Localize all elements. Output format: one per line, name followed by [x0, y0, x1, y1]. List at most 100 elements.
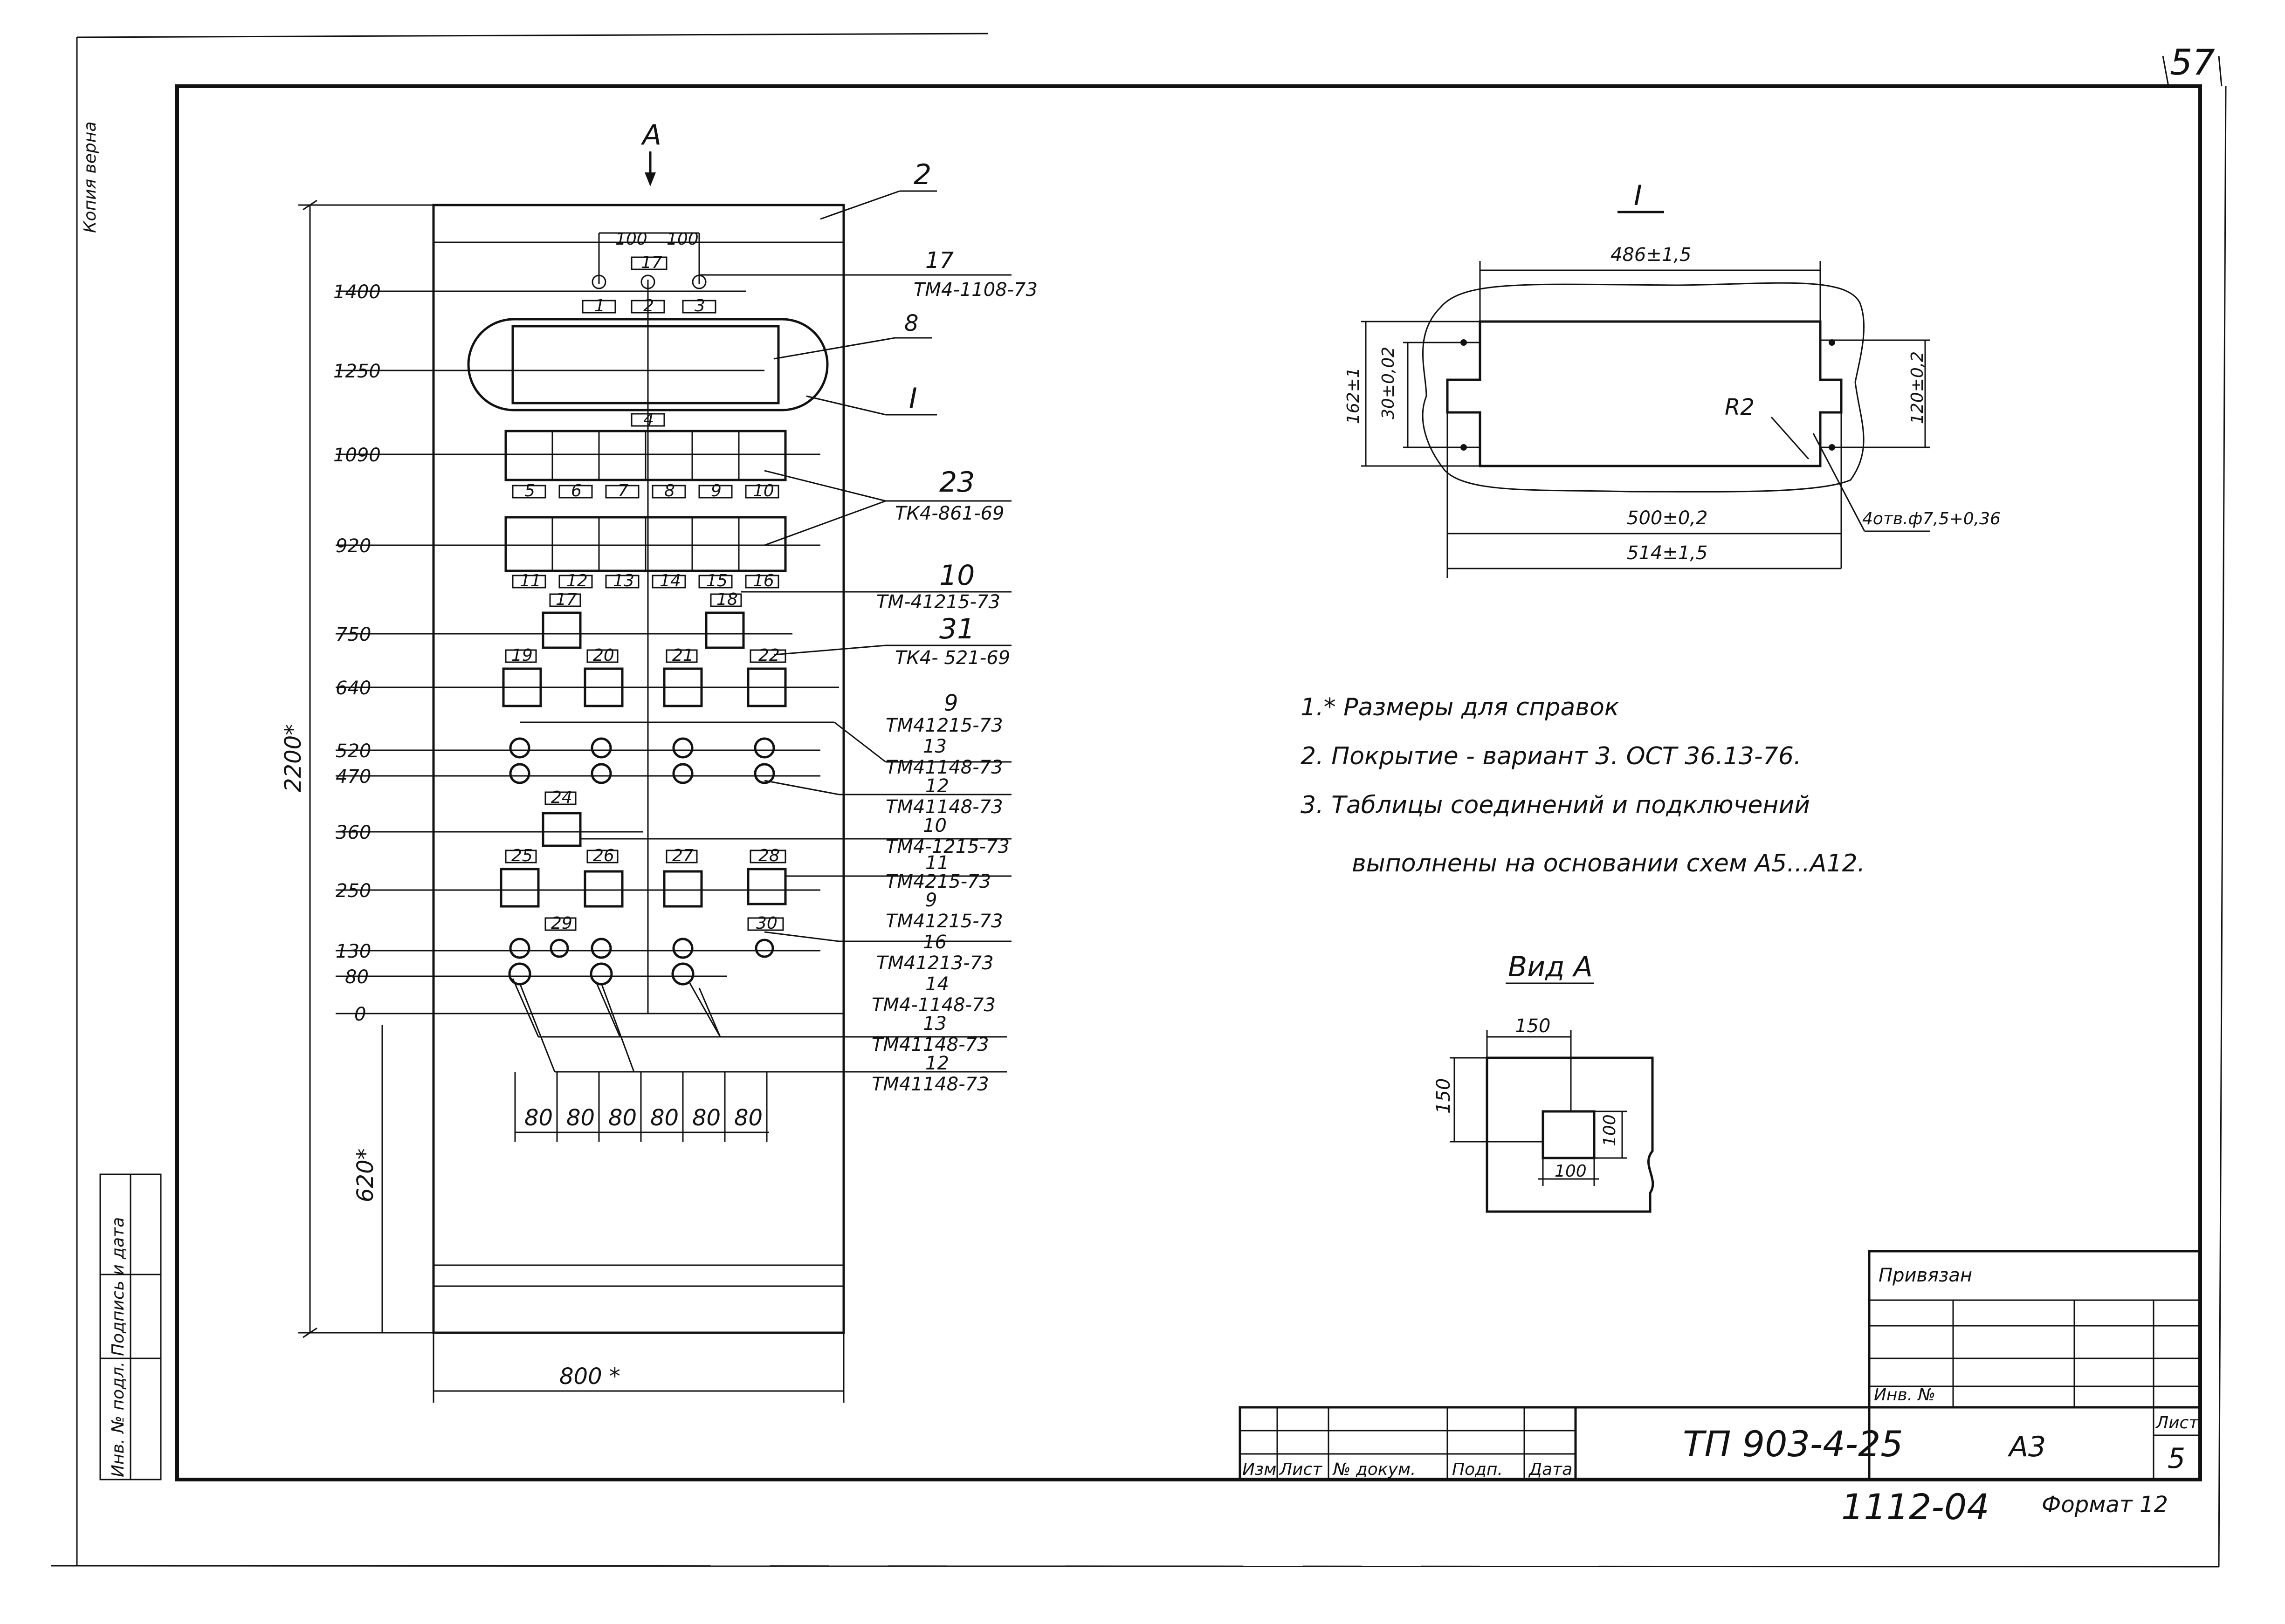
view-A: [1450, 982, 1654, 1213]
callout-num: 10: [939, 559, 975, 592]
row1-tag: 8: [664, 481, 675, 500]
instrument-row-1: [504, 430, 787, 499]
elev-80: 80: [345, 966, 369, 988]
row6-tag: 28: [758, 846, 780, 865]
view-A-dim-left: 150: [1433, 1078, 1454, 1114]
col-header-doc: № докум.: [1332, 1460, 1416, 1479]
spacing-80: 80: [650, 1105, 679, 1131]
row4-tag: 20: [593, 646, 614, 665]
callout-num: 9: [925, 890, 937, 911]
elev-1250: 1250: [333, 361, 381, 382]
row3-tag: 17: [556, 590, 577, 609]
spacing-80: 80: [734, 1105, 763, 1131]
format-label: Формат 12: [2042, 1492, 2168, 1518]
callout-num: 13: [923, 736, 947, 757]
col-header-sign: Подп.: [1452, 1460, 1503, 1479]
row1-tags: 5 6 7 8 9 10: [524, 481, 774, 500]
title-inv-label: Инв. №: [1874, 1385, 1935, 1405]
bottom-code: 1112-04: [1841, 1486, 1989, 1528]
callout-doc: ТМ41148-73: [886, 757, 1003, 778]
row1-tag: 9: [711, 481, 722, 500]
detail-I-dim-left-outer: 162±1: [1344, 367, 1363, 424]
row2-tag: 13: [613, 571, 634, 590]
dim-overall-height: 2200*: [280, 724, 306, 792]
callout-num: 17: [925, 247, 954, 274]
row6-tag: 25: [511, 846, 533, 865]
instrument-row-5: [542, 791, 582, 847]
elevation-lines: [336, 290, 844, 1014]
callout-num: 2: [914, 158, 931, 191]
note-line: 2. Покрытие - вариант 3. ОСТ 36.13-76.: [1301, 742, 1801, 770]
view-A-dim-right: 100: [1600, 1114, 1619, 1146]
detail-I-holes: 4отв.ф7,5+0,36: [1862, 509, 2001, 528]
callout-doc: ТМ41148-73: [872, 1034, 989, 1055]
side-stamp: [99, 1173, 162, 1480]
callout-num: 23: [939, 466, 975, 499]
callout-doc: ТМ-41215-73: [876, 591, 1000, 613]
elev-250: 250: [336, 880, 371, 902]
detail-I-dim-inner-bottom: 500±0,2: [1627, 507, 1707, 529]
row7-tag: 29: [551, 914, 572, 933]
callout-doc: ТМ4-1108-73: [914, 279, 1038, 301]
view-arrow-a: [645, 151, 656, 186]
top-lamps: [582, 232, 716, 1014]
callout-doc: ТМ41213-73: [876, 952, 994, 974]
detail-I: [1361, 211, 1930, 578]
detail-I-radius: R2: [1725, 394, 1755, 420]
side-label-top: Копия верна: [81, 122, 100, 233]
row2-tag: 15: [706, 571, 728, 590]
dim-bottom-height: 620*: [352, 1148, 379, 1202]
callout-doc: ТМ4-1215-73: [886, 836, 1010, 857]
note-line: выполнены на основании схем А5...А12.: [1352, 850, 1865, 877]
callout-doc: ТМ41148-73: [886, 796, 1003, 818]
row6-tag: 26: [593, 846, 614, 865]
callout-num: 13: [923, 1013, 947, 1035]
callout-num: 14: [925, 973, 949, 995]
callout-num: 9: [944, 690, 958, 716]
callout-doc: ТМ4215-73: [886, 871, 991, 892]
callout-leaders: [520, 190, 1012, 942]
overall-dimensions: [303, 199, 844, 1392]
elev-360: 360: [336, 822, 371, 843]
callout-num: I: [909, 382, 917, 415]
detail-I-dim-right: 120±0,2: [1908, 351, 1927, 424]
col-header-izm: Изм: [1242, 1460, 1276, 1479]
elev-750: 750: [336, 624, 371, 645]
view-A-title: Вид А: [1508, 951, 1593, 983]
callout-num: 12: [925, 1053, 949, 1074]
row6-tag: 27: [672, 846, 694, 865]
spacing-80: 80: [692, 1105, 721, 1131]
instrument-row-6: [500, 850, 787, 908]
top-lamp-tag: 2: [643, 296, 654, 315]
sheet-frame: [51, 33, 2227, 1568]
elev-0: 0: [354, 1004, 366, 1025]
callout-doc: ТМ4-1148-73: [872, 994, 996, 1016]
title-sheet-label: Лист: [2155, 1413, 2199, 1432]
elev-470: 470: [336, 766, 371, 788]
side-stamp-sign: Подпись и дата: [109, 1217, 128, 1356]
elev-1090: 1090: [333, 445, 381, 466]
note-line: 3. Таблицы соединений и подключений: [1301, 791, 1810, 819]
callout-num: 16: [923, 932, 947, 953]
instrument-row-3: [542, 593, 745, 649]
bottom-spacing-labels: 80 80 80 80 80 80: [524, 1105, 763, 1131]
title-doc-code: ТП 903-4-25: [1683, 1423, 1903, 1465]
lamps-520-470: [509, 737, 775, 784]
row2-tag: 16: [753, 571, 774, 590]
top-lamp-tag: 1: [594, 296, 605, 315]
detail-I-dim-left-inner: 30±0,02: [1379, 347, 1398, 419]
callout-doc: ТМ41148-73: [872, 1074, 989, 1095]
display-tag: 4: [643, 410, 654, 429]
panel-front-view: [298, 204, 845, 1403]
instrument-row-2: [504, 516, 787, 589]
callout-doc: ТК4-861-69: [895, 503, 1004, 524]
view-arrow-label: А: [640, 119, 661, 151]
row1-tag: 10: [753, 481, 774, 500]
row2-tags: 11 12 13 14 15 16: [520, 571, 774, 590]
spacing-80: 80: [566, 1105, 595, 1131]
row2-tag: 12: [566, 571, 588, 590]
title-sheet-no: 5: [2168, 1442, 2185, 1475]
display-window: [467, 318, 829, 427]
lower-leaders: [512, 978, 1007, 1073]
